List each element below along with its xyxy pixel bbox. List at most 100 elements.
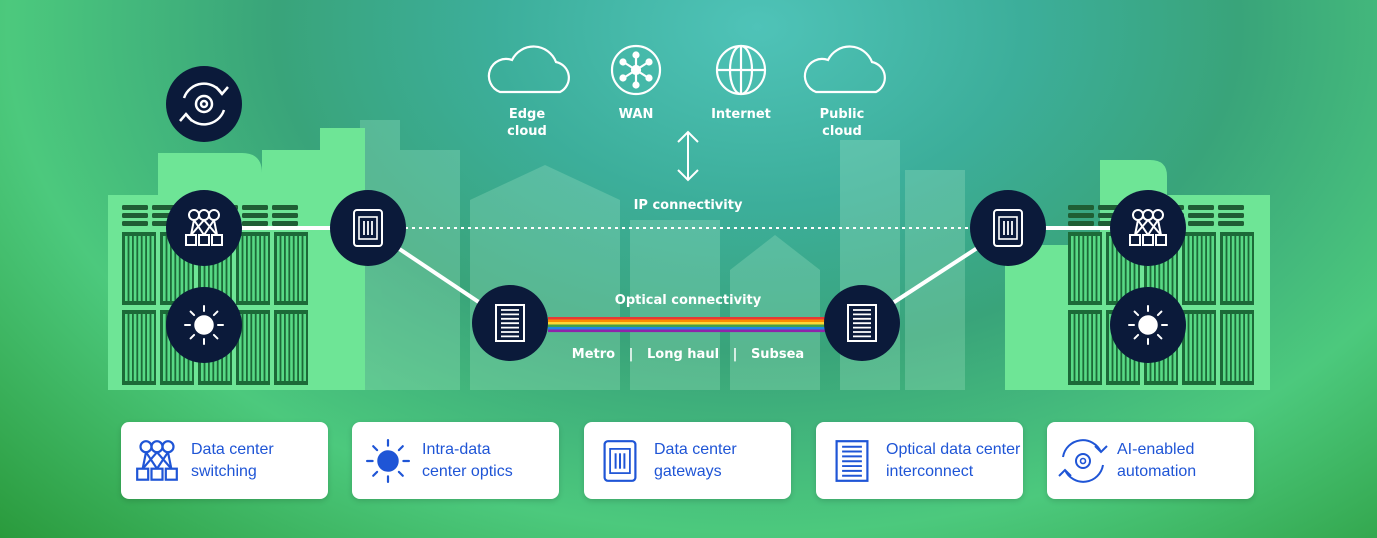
source-label-edge-cloud: Edge cloud [507,107,547,139]
rack-fin [290,236,293,301]
rack-fin [1160,236,1163,301]
rack-fin [303,236,306,301]
rack-fin [227,236,230,301]
rainbow-stripe [548,319,828,323]
legend-label: Optical data center interconnect [886,440,1021,480]
rack-fin [163,314,166,381]
rack-slot [1068,221,1094,226]
rack-fin [281,236,284,301]
gateway-icon [603,439,637,482]
rack-fin [252,314,255,381]
switching-icon [185,209,223,246]
sun-icon [1128,305,1168,345]
rack-fin [247,236,251,301]
rack-fin [167,236,170,301]
rack-fin [1249,314,1252,381]
rack-fin [290,314,293,381]
optics-node-left [166,287,242,363]
rack-fin [1240,236,1244,301]
switching-icon [1129,209,1167,246]
sun-icon [365,438,411,483]
source-label-public-cloud: Public cloud [819,107,865,139]
rack-fin [239,314,242,381]
rack-fin [1109,236,1112,301]
rack-fin [151,314,154,381]
rack-fin [1109,314,1112,381]
rack-fin [1207,236,1210,301]
rack-slot [1218,213,1244,218]
rack-fin [1202,314,1206,381]
legend-label: AI-enabled automation [1117,440,1197,480]
rack-fin [180,236,184,301]
rack-fin [171,236,175,301]
left-datacenter [108,128,365,390]
rack-fin [1071,236,1074,301]
rack-fin [1173,236,1176,301]
rack-fin [1198,236,1201,301]
gateway-node-left [330,190,406,266]
rack-fin [142,314,146,381]
rack-fin [133,236,137,301]
rack-fin [129,314,132,381]
optics-node-right [1110,287,1186,363]
rack-fin [285,236,289,301]
rack-fin [1084,314,1087,381]
interconnect-icon [847,304,877,342]
rack-fin [201,236,204,301]
optical-connectivity-label: Optical connectivity [614,293,762,308]
rack-fin [1113,236,1116,301]
optical-rainbow-link [548,317,828,333]
rainbow-stripe [548,324,828,328]
rack-fin [1164,236,1168,301]
rack-slot [242,205,268,210]
rack-fin [133,314,137,381]
rack-fin [151,236,154,301]
automation-icon [1058,438,1108,483]
rack-fin [1079,236,1083,301]
rack-fin [1249,236,1252,301]
rack-fin [1240,314,1244,381]
wan-icon [610,44,662,96]
rack-fin [163,236,166,301]
rack-fin [1227,314,1230,381]
switching-node-right [1110,190,1186,266]
rack-fin [1117,236,1121,301]
rack-fin [167,314,170,381]
interconnect-node-left [472,285,548,361]
source-label-internet: Internet [711,107,771,122]
rack-slot [1218,221,1244,226]
rack-fin [1189,236,1192,301]
rack-fin [205,236,208,301]
rack-fin [176,236,179,301]
rack-fin [1202,236,1206,301]
optical-segments-label: Metro | Long haul | Subsea [571,347,805,362]
rack-slot [1068,213,1094,218]
rack-fin [1155,236,1159,301]
rack-fin [1135,236,1138,301]
rainbow-stripe [548,329,828,333]
rack-fin [1185,236,1188,301]
rack-fin [1088,236,1092,301]
legend-card-gateways: Data center gateways [584,422,791,499]
legend-card-switching: Data center switching [121,422,328,499]
rack-fin [1075,314,1078,381]
interconnect-node-right [824,285,900,361]
rack-fin [1236,314,1239,381]
rack-fin [1097,236,1100,301]
rack-slot [122,221,148,226]
rack-fin [1245,314,1248,381]
rainbow-stripe [548,322,828,325]
rack-fin [277,314,280,381]
rack-fin [209,236,213,301]
rack-fin [1126,236,1130,301]
rack-fin [1122,236,1125,301]
rainbow-stripe [548,317,828,320]
source-label-wan: WAN [618,107,654,122]
automation-icon [179,82,229,126]
rack-slot [1068,205,1094,210]
rack-fin [1097,314,1100,381]
interconnect-icon [835,439,869,482]
rack-fin [243,236,246,301]
rack-fin [218,236,222,301]
